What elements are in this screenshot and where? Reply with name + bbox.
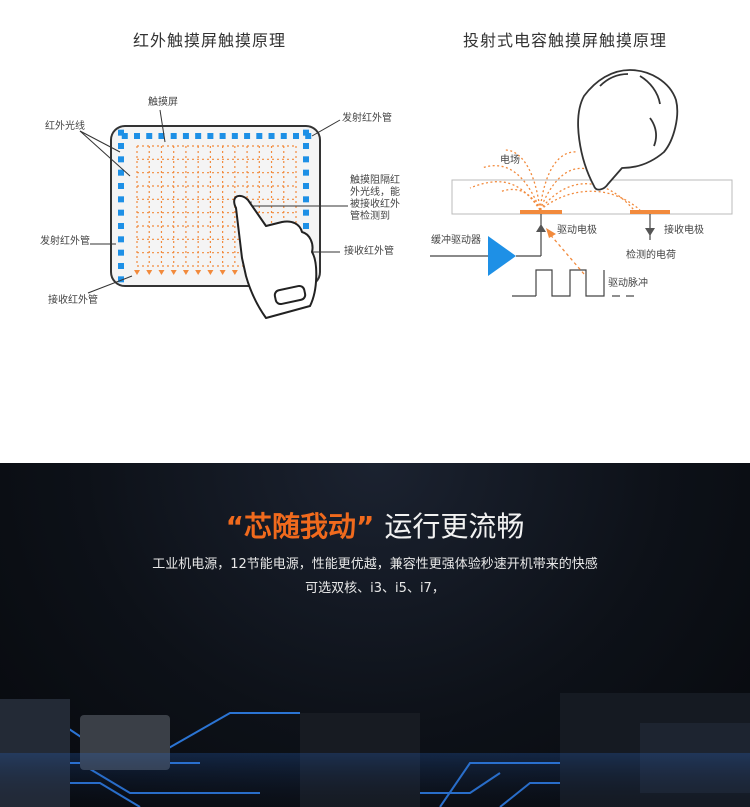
drive-arrow-icon [536,224,546,232]
promo-line-2: 可选双核、i3、i5、i7， [305,581,445,596]
ir-led-left [118,169,124,176]
ir-receiver-bottom [170,270,177,275]
headline-rest: 运行更流畅 [384,510,525,543]
label-blocked-text: 触摸阻隔红外光线，能被接收红外管检测到 [350,175,400,222]
buffer-driver-icon [488,236,516,276]
ir-led-left [118,209,124,216]
glass-panel [451,179,733,215]
label-emit-tube-right: 发射红外管 [342,113,392,124]
ir-led-left [118,183,124,189]
label-buffer-driver: 缓冲驱动器 [431,235,481,246]
capacitive-diagram [430,69,733,297]
ir-led-top [256,133,263,139]
circuit-trace [159,712,300,754]
label-receive-electrode: 接收电极 [664,225,704,236]
diagram-section: 红外触摸屏触摸原理 投射式电容触摸屏触摸原理 触摸屏 红外光线 发射红外管 触摸… [40,31,733,319]
promo-banner: “芯随我动” 运行更流畅 工业机电源，12节能电源，性能更优越，兼容性更强体验秒速… [0,463,750,807]
ir-led-top [195,133,202,139]
ir-led-left [118,143,124,149]
ir-led-left [118,236,124,243]
ir-led-right [303,169,309,176]
label-receive-tube-bottom: 接收红外管 [48,295,98,306]
ir-receiver-bottom [231,270,238,275]
ir-led-right [303,183,309,189]
electric-field-lines [469,149,641,211]
promo-line-1: 工业机电源，12节能电源，性能更优越，兼容性更强体验秒速开机带来的快感 [152,557,598,572]
label-receive-tube-right: 接收红外管 [344,246,394,257]
ir-led-top [244,133,251,139]
ir-led-top [170,133,177,139]
ir-receiver-bottom [134,270,140,275]
label-electric-field: 电场 [500,155,520,166]
headline-quote: “芯随我动” [225,510,375,543]
ir-led-right [303,129,309,136]
receive-arrow-icon [645,228,655,236]
infrared-panel-title: 红外触摸屏触摸原理 [133,31,287,50]
ir-led-left [118,156,124,163]
ir-led-right [303,156,309,163]
ir-led-top [280,133,287,139]
ir-led-right [303,209,309,216]
infrared-grid [136,145,297,267]
label-emit-tube-left: 发射红外管 [40,236,90,247]
ir-receiver-bottom [146,270,153,275]
ir-led-top [134,133,140,139]
ir-led-top [158,133,165,139]
infrared-diagram [79,109,348,319]
ir-led-top [121,133,128,139]
ir-led-left [118,263,124,269]
drive-electrode-bar [520,210,562,214]
ir-receiver-bottom [182,270,189,275]
ir-led-top [305,133,312,139]
ir-led-top [207,133,214,139]
ir-led-top [146,133,153,139]
ir-led-right [303,196,309,203]
ir-led-top [182,133,189,139]
label-touch-screen: 触摸屏 [148,97,178,108]
pointing-hand-icon [233,194,318,319]
label-infrared-light: 红外光线 [45,121,85,132]
ir-led-left [118,223,124,229]
ir-led-left [118,249,124,256]
ir-led-top [293,133,299,139]
ir-receiver-bottom [207,270,214,275]
circuit-board-background [0,693,750,807]
ir-led-left [118,276,124,283]
label-detected-charge: 检测的电荷 [626,250,676,261]
hand-icon [577,69,679,191]
receive-electrode-bar [630,210,670,214]
label-drive-electrode: 驱动电极 [557,225,597,236]
capacitive-panel-title: 投射式电容触摸屏触摸原理 [463,31,668,50]
ir-led-right [303,143,309,149]
label-drive-pulse: 驱动脉冲 [608,278,648,289]
ir-led-left [118,196,124,203]
ir-receiver-bottom [219,270,226,275]
ir-led-right [303,223,309,229]
ir-led-left [118,129,124,136]
ir-receiver-bottom [195,270,202,275]
ir-led-top [219,133,226,139]
promo-headline: “芯随我动” 运行更流畅 [0,505,750,545]
ir-receiver-bottom [158,270,165,275]
ir-led-top [231,133,238,139]
ir-led-top [268,133,275,139]
